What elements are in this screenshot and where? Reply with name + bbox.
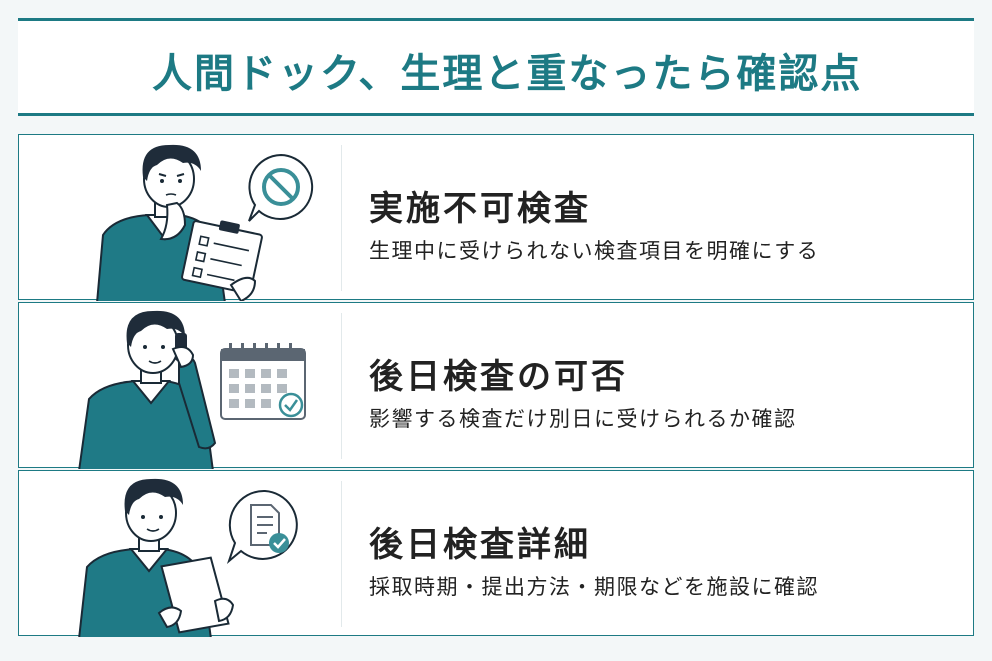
prohibited-icon (248, 153, 314, 222)
card-heading: 実施不可検査 (369, 189, 591, 229)
checkpoint-card-2: 後日検査の可否 影響する検査だけ別日に受けられるか確認 (18, 302, 974, 469)
page-title: 人間ドック、生理と重なったら確認点 (152, 51, 863, 97)
card-description: 採取時期・提出方法・期限などを施設に確認 (369, 575, 819, 599)
card-heading: 後日検査の可否 (369, 357, 628, 397)
card-heading: 後日検査詳細 (369, 525, 591, 565)
card-divider (341, 313, 342, 459)
illustration-man-with-clipboard (19, 135, 341, 301)
illustration-man-on-phone (19, 303, 341, 469)
checkpoint-card-1: 実施不可検査 生理中に受けられない検査項目を明確にする (18, 134, 974, 301)
card-divider (341, 481, 342, 627)
title-banner: 人間ドック、生理と重なったら確認点 (18, 18, 974, 116)
document-check-icon (226, 489, 298, 565)
calendar-check-icon (220, 343, 306, 420)
card-description: 影響する検査だけ別日に受けられるか確認 (369, 407, 797, 431)
illustration-man-reading-paper (19, 471, 341, 637)
card-divider (341, 145, 342, 291)
checkpoint-card-3: 後日検査詳細 採取時期・提出方法・期限などを施設に確認 (18, 470, 974, 637)
checkpoint-list: 実施不可検査 生理中に受けられない検査項目を明確にする (18, 134, 974, 638)
card-description: 生理中に受けられない検査項目を明確にする (369, 239, 820, 263)
